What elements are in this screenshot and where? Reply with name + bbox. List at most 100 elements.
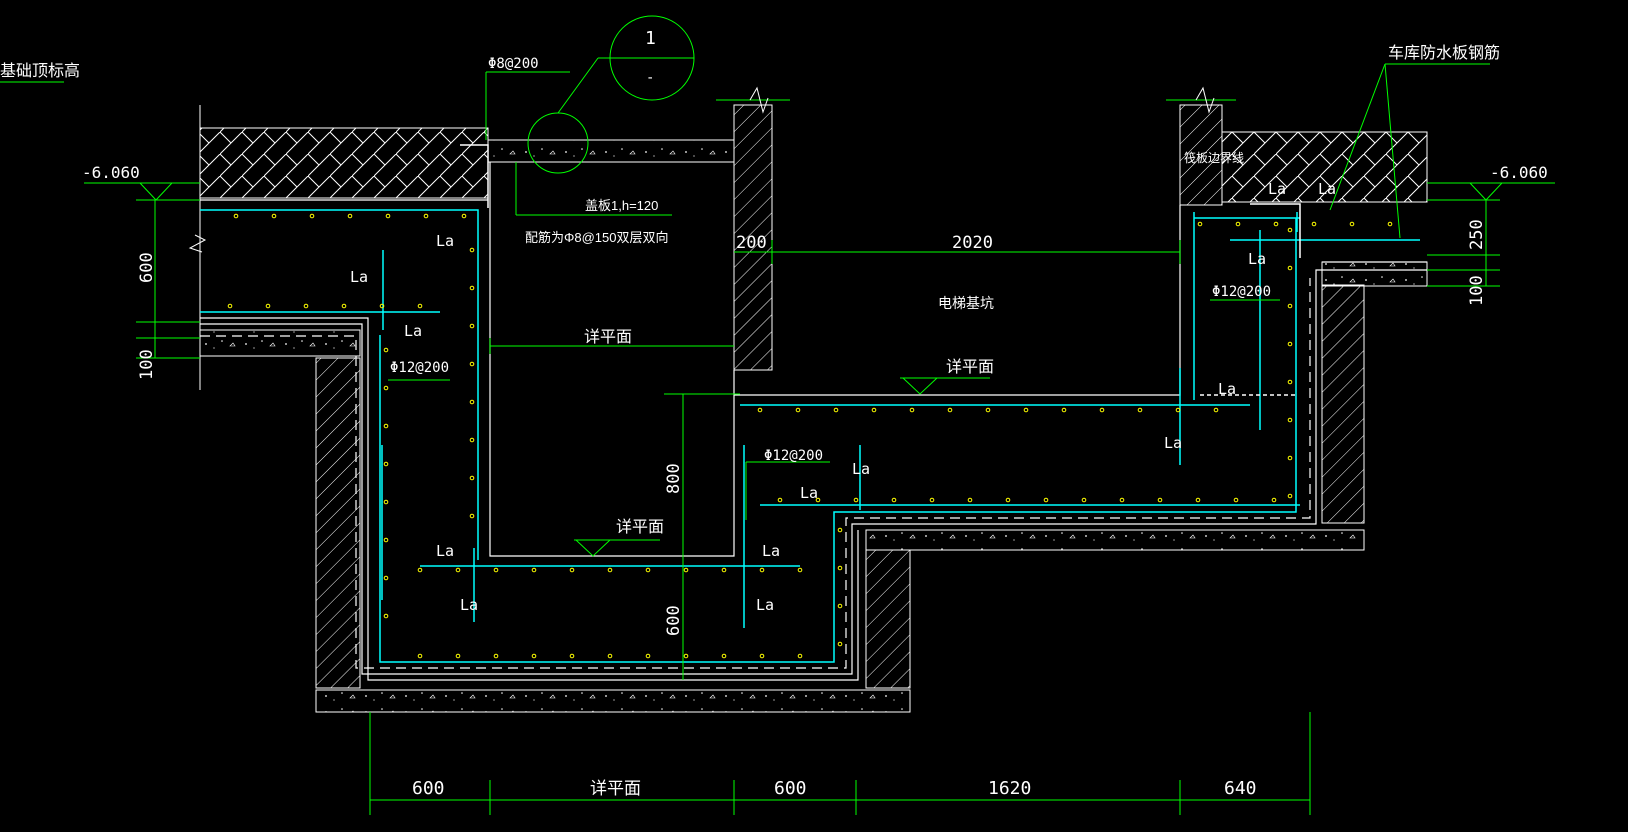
rebar-dot: [759, 653, 765, 659]
rebar-lines: [200, 209, 1420, 663]
rebar-dot: [683, 653, 689, 659]
rebar-dot: [1287, 455, 1293, 461]
dim-left-100: 100: [137, 349, 157, 380]
rebar-dot: [837, 641, 843, 647]
break-marks: [188, 86, 1215, 253]
rebar-end-marks: [460, 144, 1301, 396]
rebar-dot: [569, 653, 575, 659]
foundation-top-label: 基础顶标高: [0, 62, 80, 80]
rebar-dot: [383, 423, 389, 429]
rebar-dot: [1005, 497, 1011, 503]
la-label: La: [1318, 180, 1336, 198]
rebar-dot: [379, 303, 385, 309]
rebar-dot: [1287, 227, 1293, 233]
rebar-dot: [461, 213, 467, 219]
rebar-dot: [757, 407, 763, 413]
elevation-left-label: -6.060: [82, 163, 140, 182]
rebar-dot: [1287, 493, 1293, 499]
pit-label: 电梯基坑: [938, 295, 994, 311]
la-label: La: [1164, 434, 1182, 452]
rebar-dot: [853, 497, 859, 503]
rebar-dot: [871, 407, 877, 413]
rebar-dot: [383, 385, 389, 391]
rebar-dot: [795, 407, 801, 413]
rebar-dot: [233, 213, 239, 219]
la-label: La: [1218, 380, 1236, 398]
soil-hatch-right: [1221, 131, 1428, 203]
rebar-dot: [1287, 265, 1293, 271]
rebar-dot: [815, 497, 821, 503]
rebar-dot: [417, 303, 423, 309]
rebar-phi12-left-label: Φ12@200: [390, 360, 449, 376]
dim-right-100: 100: [1467, 275, 1487, 306]
rebar-dot: [383, 347, 389, 353]
rebar-dot: [383, 613, 389, 619]
rebar-dot: [721, 567, 727, 573]
rebar-dot: [469, 475, 475, 481]
rebar-dot: [837, 565, 843, 571]
rebar-dot: [1099, 407, 1105, 413]
detail-plan-label-2: 详平面: [946, 358, 994, 376]
rebar-dots: [227, 213, 1393, 659]
dim-bottom-2: 600: [774, 778, 807, 799]
dim-2020: 2020: [952, 233, 993, 253]
rebar-dot: [469, 285, 475, 291]
concrete-base: [199, 139, 1428, 713]
rebar-dot: [967, 497, 973, 503]
callout-number: 1: [645, 28, 656, 49]
dim-left-600: 600: [137, 252, 157, 283]
rebar-dot: [303, 303, 309, 309]
rebar-dot: [929, 497, 935, 503]
la-label: La: [762, 542, 780, 560]
rebar-dot: [607, 653, 613, 659]
rebar-dot: [1273, 221, 1279, 227]
rebar-dot: [837, 603, 843, 609]
rebar-dot: [469, 361, 475, 367]
rebar-dot: [455, 653, 461, 659]
rebar-dot: [383, 461, 389, 467]
rebar-dot: [347, 213, 353, 219]
garage-rebar-label: 车库防水板钢筋: [1388, 44, 1500, 62]
la-label: La: [460, 596, 478, 614]
dim-800: 800: [664, 463, 684, 494]
dim-bottom-4: 640: [1224, 778, 1257, 799]
cover-rebar-label: 配筋为Φ8@150双层双向: [525, 230, 669, 245]
rebar-dot: [1235, 221, 1241, 227]
rebar-dot: [1081, 497, 1087, 503]
rebar-dot: [607, 567, 613, 573]
rebar-dot: [1287, 341, 1293, 347]
la-label: La: [350, 268, 368, 286]
rebar-dot: [493, 653, 499, 659]
cover-label: 盖板1,h=120: [585, 198, 658, 213]
dim-bottom-1: 600: [412, 778, 445, 799]
rebar-dot: [837, 527, 843, 533]
la-label: La: [756, 596, 774, 614]
rebar-dot: [645, 567, 651, 573]
rebar-dot: [455, 567, 461, 573]
rebar-dot: [1043, 497, 1049, 503]
rebar-dot: [469, 513, 475, 519]
rebar-dot: [985, 407, 991, 413]
rebar-dot: [569, 567, 575, 573]
detail-plan-label-1: 详平面: [584, 328, 632, 346]
rebar-dot: [777, 497, 783, 503]
rebar-dot: [1233, 497, 1239, 503]
dimension-lines: [0, 15, 1555, 815]
rebar-dot: [383, 537, 389, 543]
detail-plan-label-3: 详平面: [616, 518, 664, 536]
la-labels: La La La La La La La La La La La La La L…: [350, 180, 1336, 614]
rebar-dot: [423, 213, 429, 219]
la-label: La: [436, 232, 454, 250]
rebar-dot: [531, 653, 537, 659]
rebar-dot: [1311, 221, 1317, 227]
waterproof-layers: [200, 261, 1427, 681]
rebar-dot: [1287, 417, 1293, 423]
la-label: La: [404, 322, 422, 340]
rebar-dot: [891, 497, 897, 503]
rebar-dot: [1137, 407, 1143, 413]
rebar-dot: [1157, 497, 1163, 503]
rebar-dot: [683, 567, 689, 573]
rebar-dot: [1387, 221, 1393, 227]
rebar-dot: [759, 567, 765, 573]
